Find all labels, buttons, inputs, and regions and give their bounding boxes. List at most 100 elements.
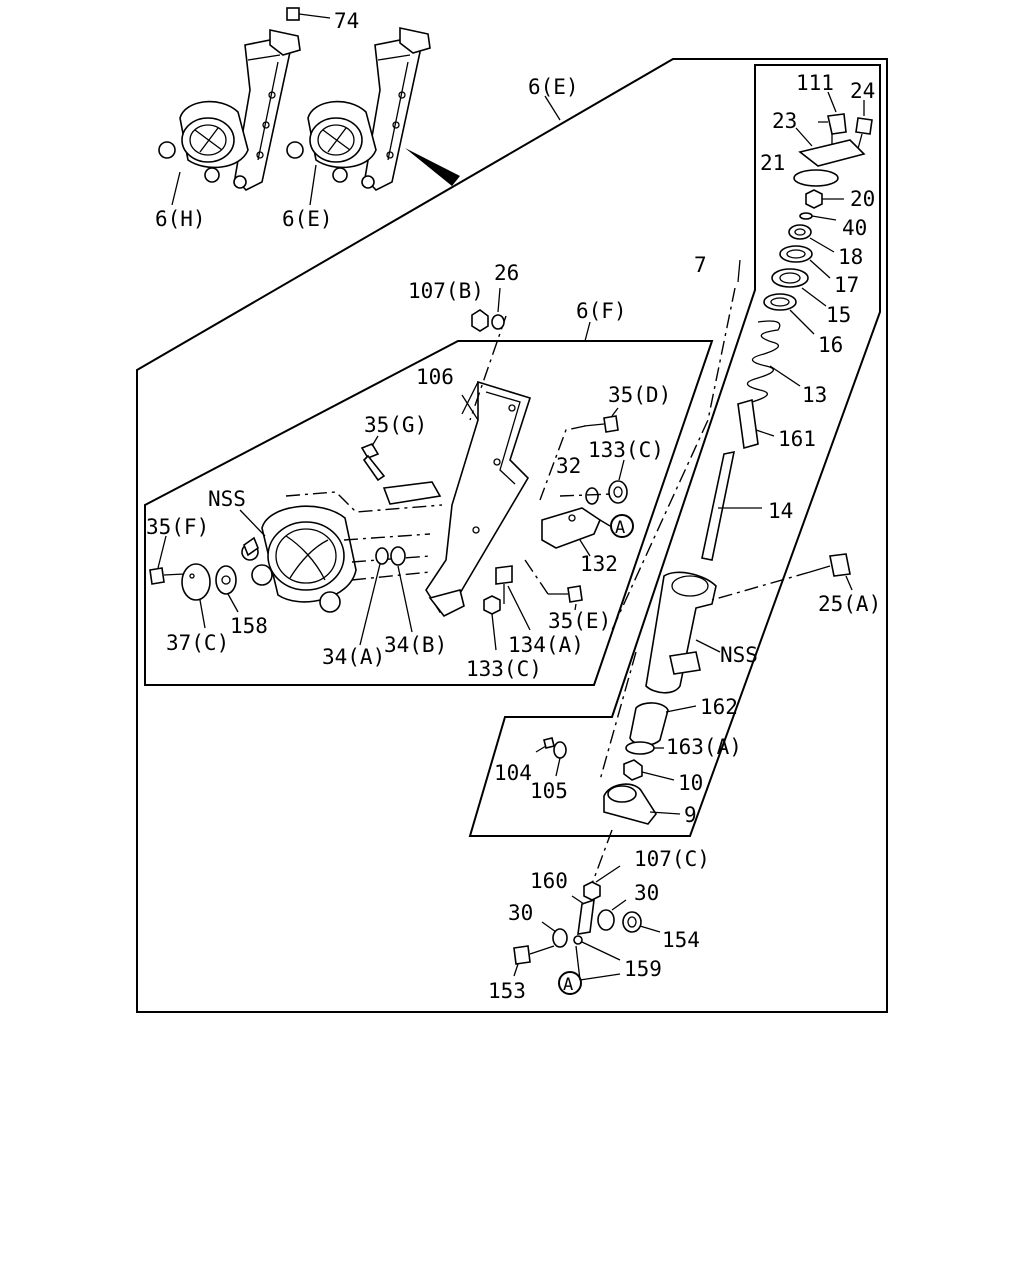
label-158: 158 bbox=[230, 614, 268, 638]
assembly-6F-frame bbox=[144, 340, 714, 686]
bolt-24 bbox=[855, 117, 873, 157]
gasket-158 bbox=[215, 565, 237, 595]
union-111 bbox=[818, 113, 847, 145]
label-111: 111 bbox=[796, 71, 834, 95]
label-16: 16 bbox=[818, 333, 843, 357]
label-104: 104 bbox=[494, 761, 532, 785]
washer-30-right bbox=[597, 909, 615, 931]
label-24: 24 bbox=[850, 79, 875, 103]
label-161: 161 bbox=[778, 427, 816, 451]
callout-circle-A1 bbox=[610, 514, 634, 538]
washer-26 bbox=[491, 314, 505, 330]
label-159: 159 bbox=[624, 957, 662, 981]
label-6H: 6(H) bbox=[155, 207, 206, 231]
callout-circle-A2 bbox=[558, 971, 582, 995]
bumper-161 bbox=[737, 398, 759, 450]
link-160 bbox=[577, 898, 595, 935]
nut-107C bbox=[583, 881, 601, 901]
ring-163A bbox=[625, 741, 655, 755]
bolt-153 bbox=[513, 945, 555, 965]
label-6E-main: 6(E) bbox=[528, 75, 579, 99]
label-134A: 134(A) bbox=[508, 633, 584, 657]
throttle-body-NSS bbox=[241, 505, 357, 613]
label-14: 14 bbox=[768, 499, 793, 523]
label-160: 160 bbox=[530, 869, 568, 893]
label-132: 132 bbox=[580, 552, 618, 576]
pin-159 bbox=[573, 935, 583, 945]
strut-assembly-7-frame bbox=[468, 64, 881, 837]
washer-32 bbox=[585, 487, 599, 505]
seat-16 bbox=[763, 293, 797, 311]
nut-133C-bottom bbox=[483, 595, 501, 615]
bushing-105 bbox=[553, 741, 567, 759]
label-133C-top: 133(C) bbox=[588, 438, 664, 462]
label-154: 154 bbox=[662, 928, 700, 952]
bolt-35F bbox=[149, 567, 185, 585]
bolt-74 bbox=[286, 7, 331, 21]
label-163A: 163(A) bbox=[666, 735, 742, 759]
label-35E: 35(E) bbox=[548, 609, 611, 633]
label-23: 23 bbox=[772, 109, 797, 133]
mount-15 bbox=[771, 268, 809, 288]
label-30-right: 30 bbox=[634, 881, 659, 905]
bolt-35D bbox=[583, 415, 619, 433]
bushing-18 bbox=[788, 224, 812, 240]
label-105: 105 bbox=[530, 779, 568, 803]
arrow-to-6E bbox=[405, 148, 460, 186]
main-frame bbox=[136, 58, 888, 1013]
label-15: 15 bbox=[826, 303, 851, 327]
bracket-106 bbox=[425, 380, 532, 618]
cover-37C bbox=[181, 563, 211, 601]
label-107C: 107(C) bbox=[634, 847, 710, 871]
bolt-35E bbox=[548, 585, 583, 603]
label-NSS-right: NSS bbox=[720, 643, 758, 667]
washer-40 bbox=[799, 212, 813, 220]
label-10: 10 bbox=[678, 771, 703, 795]
plate-23 bbox=[798, 139, 866, 167]
label-35G: 35(G) bbox=[364, 413, 427, 437]
label-21: 21 bbox=[760, 151, 785, 175]
label-107B: 107(B) bbox=[408, 279, 484, 303]
label-34A: 34(A) bbox=[322, 645, 385, 669]
bolt-25A bbox=[809, 553, 851, 577]
label-133C-bottom: 133(C) bbox=[466, 657, 542, 681]
label-162: 162 bbox=[700, 695, 738, 719]
label-153: 153 bbox=[488, 979, 526, 1003]
bracket-small bbox=[382, 481, 442, 505]
nut-133C-top bbox=[608, 480, 628, 504]
label-20: 20 bbox=[850, 187, 875, 211]
bumper-162 bbox=[629, 702, 669, 746]
clamp-9 bbox=[603, 783, 657, 825]
label-7: 7 bbox=[694, 253, 707, 277]
label-35D: 35(D) bbox=[608, 383, 671, 407]
label-17: 17 bbox=[834, 273, 859, 297]
assembly-6E-drawing bbox=[286, 27, 431, 191]
label-32: 32 bbox=[556, 454, 581, 478]
washer-34B bbox=[390, 546, 406, 566]
label-6E-top: 6(E) bbox=[282, 207, 333, 231]
label-37C: 37(C) bbox=[166, 631, 229, 655]
label-35F: 35(F) bbox=[146, 515, 209, 539]
label-18: 18 bbox=[838, 245, 863, 269]
seat-17 bbox=[779, 245, 813, 263]
label-13: 13 bbox=[802, 383, 827, 407]
label-25A: 25(A) bbox=[818, 592, 881, 616]
assembly-6H-drawing bbox=[158, 29, 301, 191]
bolt-134A bbox=[495, 565, 513, 604]
label-6F: 6(F) bbox=[576, 299, 627, 323]
callout-label-A1: A bbox=[615, 518, 625, 538]
label-40: 40 bbox=[842, 216, 867, 240]
washer-30-left bbox=[552, 928, 568, 948]
nut-107B bbox=[471, 309, 489, 332]
label-74: 74 bbox=[334, 9, 359, 33]
oring-21 bbox=[793, 169, 839, 187]
label-NSS-left: NSS bbox=[208, 487, 246, 511]
label-30-left: 30 bbox=[508, 901, 533, 925]
strut-body-NSS bbox=[645, 571, 717, 694]
callout-label-A2: A bbox=[563, 975, 573, 995]
label-34B: 34(B) bbox=[384, 633, 447, 657]
label-106: 106 bbox=[416, 365, 454, 389]
shock-rod-14 bbox=[701, 450, 736, 561]
label-9: 9 bbox=[684, 803, 697, 827]
